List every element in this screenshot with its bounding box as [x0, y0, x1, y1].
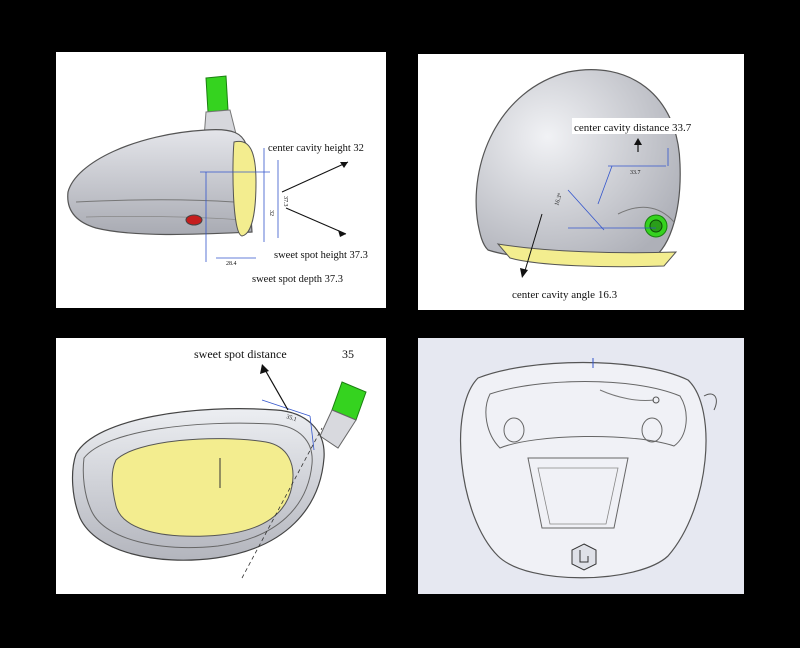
- face-view-panel: 35.1 sweet spot distance 35: [56, 338, 386, 594]
- center-cavity-angle-label: center cavity angle 16.3: [512, 289, 618, 301]
- dim-35-1-text: 35.1: [285, 414, 297, 423]
- face-view-drawing: 35.1 sweet spot distance 35: [71, 347, 367, 579]
- dim-28-4-text: 28.4: [226, 261, 237, 267]
- sweet-spot-distance-value: 35: [342, 347, 354, 361]
- sole-view-drawing: [459, 358, 717, 579]
- center-cavity-distance-label: center cavity distance 33.7: [574, 122, 692, 134]
- distance-label-bg: [572, 118, 732, 134]
- logo-badge: [571, 543, 597, 571]
- weight-port: [185, 214, 203, 226]
- hosel-ferrule: [205, 75, 229, 113]
- sweet-spot-cavity: [111, 438, 294, 537]
- rear-view-drawing: 33.7 16.3° center cavity distance 33.7 c…: [475, 69, 732, 301]
- sweet-spot-distance-label: sweet spot distance: [194, 347, 287, 361]
- dim-32-text: 32: [268, 210, 274, 216]
- rear-view-panel: 33.7 16.3° center cavity distance 33.7 c…: [418, 54, 744, 310]
- sweet-spot-height-label: sweet spot height 37.3: [274, 250, 368, 261]
- dim-33-7-text: 33.7: [630, 170, 641, 176]
- side-view-drawing: 32 37.3 28.4 center cavity height 32 swe…: [67, 75, 368, 285]
- sole-body: [459, 361, 707, 579]
- side-view-panel: 32 37.3 28.4 center cavity height 32 swe…: [56, 52, 386, 308]
- center-cavity-height-label: center cavity height 32: [268, 143, 364, 154]
- face-cavity: [232, 140, 257, 237]
- sole-view-panel: [418, 338, 744, 594]
- crown-body: [475, 69, 681, 263]
- dim-16-3-text: 16.3°: [553, 192, 564, 207]
- sweet-spot-depth-label: sweet spot depth 37.3: [252, 274, 343, 285]
- sole-cavity: [496, 243, 678, 268]
- dim-37-3-text: 37.3: [282, 196, 288, 207]
